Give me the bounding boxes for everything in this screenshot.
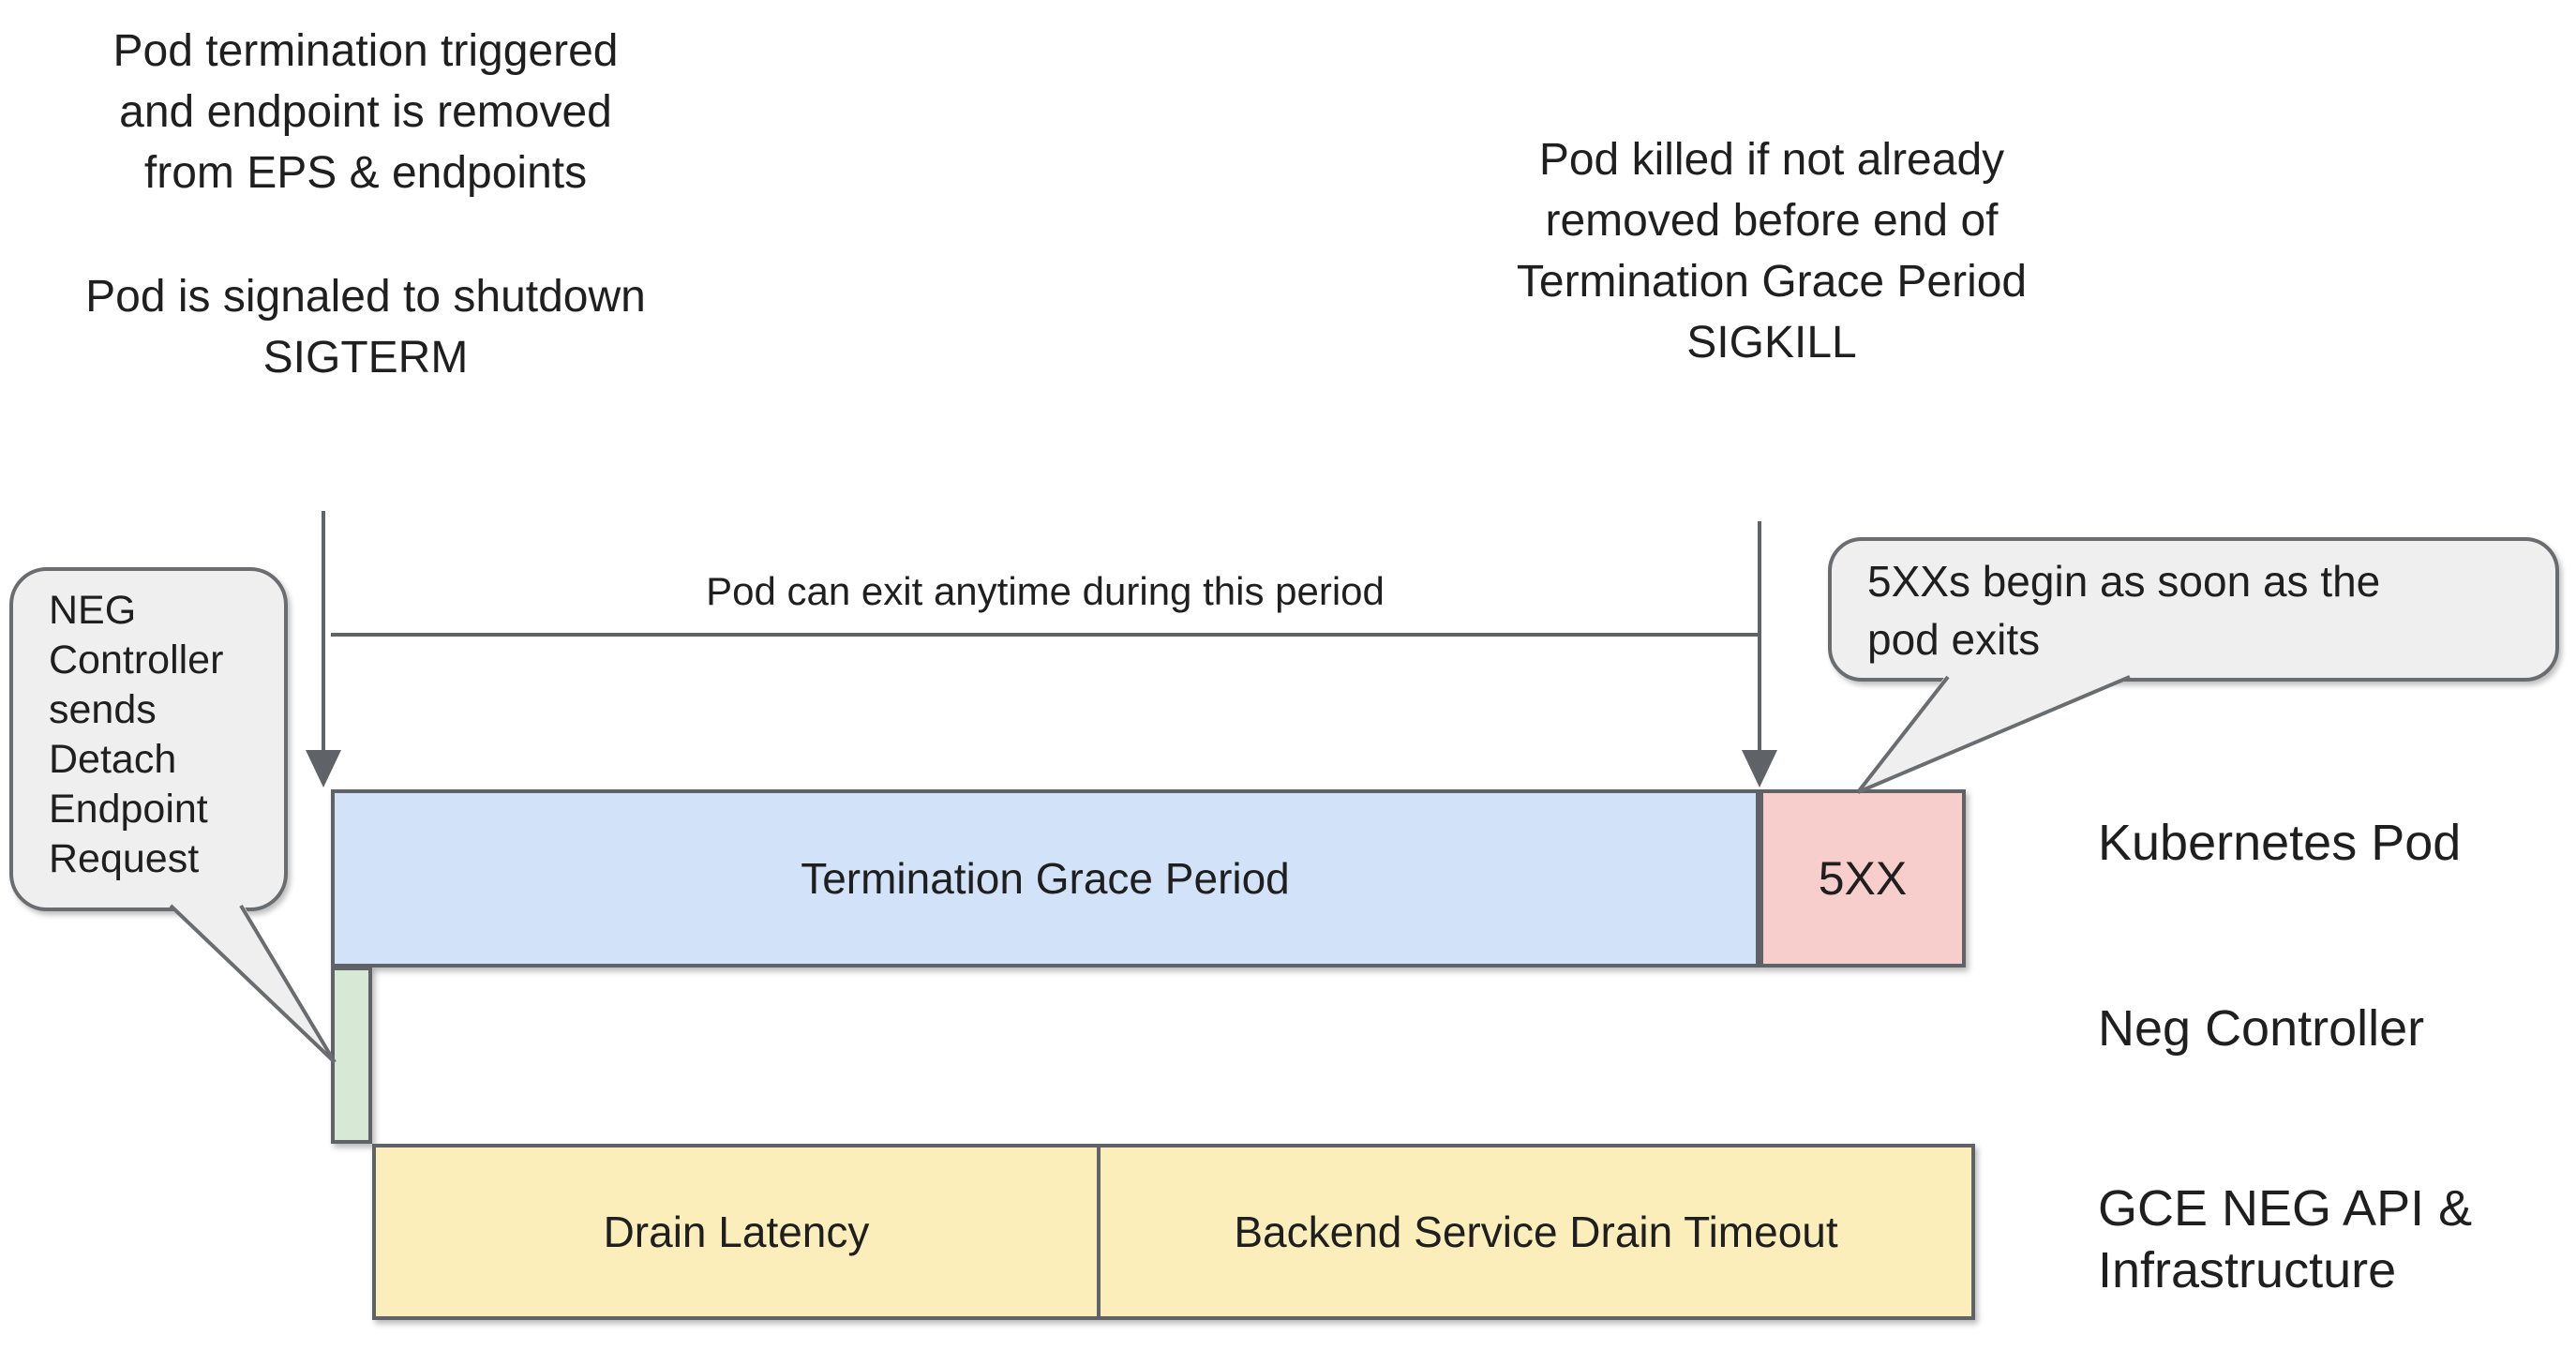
termination-grace-period-label: Termination Grace Period: [801, 854, 1290, 903]
neg-controller-bubble: NEG Controller sends Detach Endpoint Req…: [9, 567, 288, 911]
bubble-line: 5XXs begin as soon as the: [1867, 557, 2381, 606]
fivexx-bubble: 5XXs begin as soon as the pod exits: [1828, 537, 2559, 682]
bubble-line: Detach: [49, 737, 177, 782]
drain-timeout-cell: Backend Service Drain Timeout: [1101, 1148, 1971, 1316]
row-label-kubernetes-pod: Kubernetes Pod: [2098, 815, 2462, 871]
note-line: Termination Grace Period: [1516, 257, 2028, 307]
neg-bubble-tail-edge: [239, 904, 337, 1064]
note-line: Pod is signaled to shutdown: [85, 272, 646, 322]
note-line: Pod killed if not already: [1538, 135, 2005, 185]
neg-controller-bar: [331, 967, 372, 1144]
exit-period-label: Pod can exit anytime during this period: [706, 569, 1385, 613]
row-label-gce: GCE NEG API & Infrastructure: [2098, 1178, 2576, 1301]
bubble-line: NEG: [49, 588, 137, 633]
drain-latency-label: Drain Latency: [603, 1208, 870, 1256]
note-pod-killed: Pod killed if not already removed before…: [1397, 129, 2147, 373]
termination-grace-period-bar: Termination Grace Period: [331, 789, 1760, 968]
bubble-line: Request: [49, 836, 200, 881]
note-line: from EPS & endpoints: [143, 148, 588, 198]
neg-bubble-tail: [169, 904, 335, 1062]
row-label-gce-line2: Infrastructure: [2098, 1242, 2397, 1298]
sigkill-arrowhead-icon: [1742, 750, 1777, 788]
fivexx-bar: 5XX: [1760, 789, 1966, 968]
note-pod-termination: Pod termination triggered and endpoint i…: [37, 21, 694, 203]
drain-timeout-label: Backend Service Drain Timeout: [1234, 1208, 1838, 1256]
bubble-line: pod exits: [1867, 615, 2041, 664]
fivexx-bubble-tail: [1858, 675, 2132, 792]
note-line: removed before end of: [1545, 196, 1999, 246]
note-line: Pod termination triggered: [112, 26, 619, 76]
gce-drain-bar: Drain Latency Backend Service Drain Time…: [372, 1144, 1975, 1320]
note-line: SIGKILL: [1686, 318, 1857, 368]
note-pod-signaled: Pod is signaled to shutdown SIGTERM: [37, 266, 694, 388]
row-label-gce-line1: GCE NEG API &: [2098, 1180, 2473, 1237]
note-line: SIGTERM: [262, 333, 469, 382]
drain-divider: [1097, 1144, 1101, 1320]
fivexx-label: 5XX: [1818, 852, 1908, 905]
drain-latency-cell: Drain Latency: [376, 1148, 1097, 1316]
bubble-line: Controller: [49, 638, 224, 682]
sigterm-arrowhead-icon: [306, 750, 341, 788]
fivexx-bubble-tail-edge: [1857, 675, 2131, 794]
bubble-line: sends: [49, 687, 157, 732]
note-line: and endpoint is removed: [119, 87, 612, 137]
fivexx-bubble-tail-edge: [1856, 675, 1950, 794]
neg-bubble-tail-edge: [169, 904, 337, 1064]
row-label-neg-controller: Neg Controller: [2098, 1000, 2425, 1057]
bubble-line: Endpoint: [49, 787, 208, 832]
